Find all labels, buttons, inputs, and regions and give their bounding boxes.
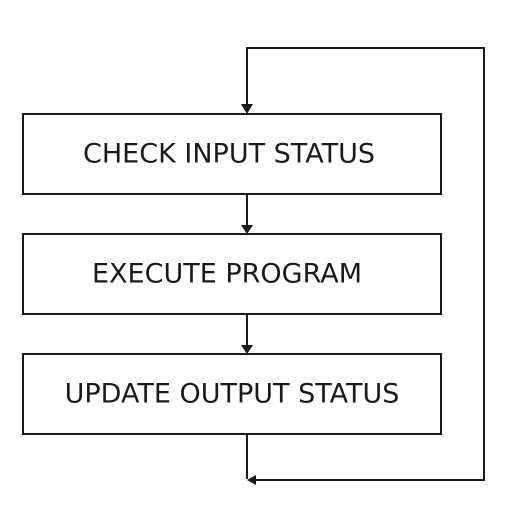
step-execute-program: EXECUTE PROGRAM (22, 233, 442, 315)
step-check-input-status-label: CHECK INPUT STATUS (83, 139, 375, 170)
arrow-execute-to-update-head (241, 345, 253, 354)
step-update-output-status-box (22, 353, 442, 435)
step-execute-program-box (22, 233, 442, 315)
arrow-check-to-execute-head (241, 225, 253, 234)
loop-back-return-line (246, 47, 485, 481)
arrow-check-to-execute (241, 194, 253, 234)
loop-back-right-head (247, 475, 256, 485)
step-check-input-status-box (22, 113, 442, 195)
step-update-output-status-label: UPDATE OUTPUT STATUS (65, 379, 400, 410)
loop-back-entry-head (241, 104, 253, 114)
step-execute-program-label: EXECUTE PROGRAM (92, 259, 362, 290)
arrow-execute-to-update (241, 314, 253, 354)
loop-back-arrow (241, 47, 485, 485)
step-update-output-status: UPDATE OUTPUT STATUS (22, 353, 442, 435)
step-check-input-status: CHECK INPUT STATUS (22, 113, 442, 195)
